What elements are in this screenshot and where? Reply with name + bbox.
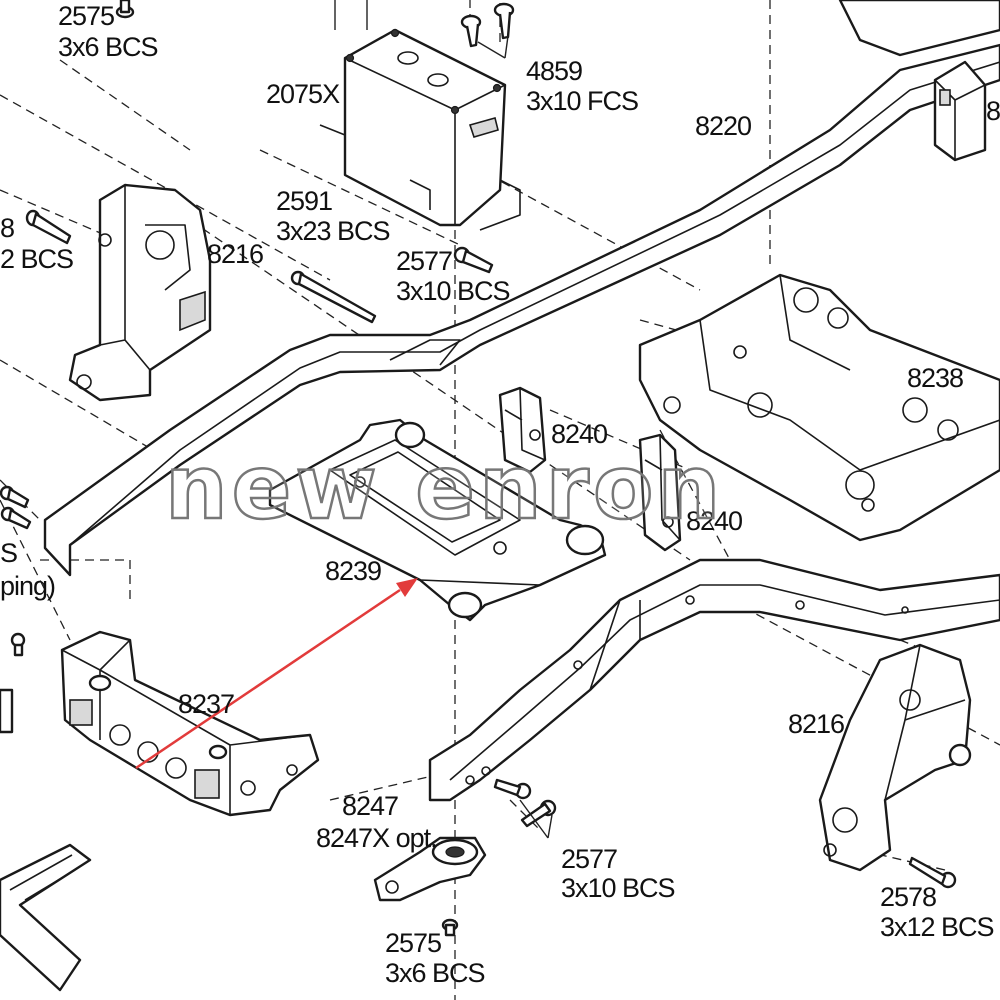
servo-horn-8247 bbox=[373, 836, 487, 902]
label-2577-mid-spec: 3x10 BCS bbox=[396, 276, 510, 306]
screws-left-edge bbox=[0, 485, 32, 734]
label-2591-part: 2591 bbox=[276, 186, 332, 216]
watermark-text: new enron bbox=[165, 436, 724, 539]
label-8239: 8239 bbox=[325, 556, 381, 586]
label-8220: 8220 bbox=[695, 111, 751, 141]
screw-2578 bbox=[908, 856, 957, 889]
label-servo: 2075X bbox=[266, 79, 340, 109]
screw-2575-bottom bbox=[441, 918, 459, 937]
clip-8240-upper bbox=[498, 386, 547, 474]
bumper-mount-8237 bbox=[60, 630, 320, 817]
frame-rail-upper bbox=[43, 0, 1000, 577]
screw-2591 bbox=[290, 270, 377, 324]
skid-plate-8238 bbox=[638, 273, 1000, 542]
label-8247: 8247 bbox=[342, 791, 398, 821]
label-4859-part: 4859 bbox=[526, 56, 582, 86]
label-left-fragment-2: ping) bbox=[0, 571, 55, 601]
label-8216-left: 8216 bbox=[207, 239, 263, 269]
screw-2575-top bbox=[115, 0, 135, 19]
label-2578-spec: 3x12 BCS bbox=[880, 912, 994, 942]
servo-mount-8239 bbox=[268, 418, 607, 622]
clip-8240-lower bbox=[638, 433, 682, 552]
label-8216-right: 8216 bbox=[788, 709, 844, 739]
label-2591-spec: 3x23 BCS bbox=[276, 216, 390, 246]
label-8247x-opt: 8247X opt. bbox=[316, 823, 437, 853]
label-left-clip-part: 8 bbox=[0, 213, 14, 243]
shock-tower-left bbox=[68, 183, 212, 402]
screw-2577-mid bbox=[453, 246, 494, 274]
highlight-arrow bbox=[135, 578, 418, 770]
label-right-top-fragment: 8 bbox=[986, 96, 1000, 126]
label-8240-upper: 8240 bbox=[551, 419, 607, 449]
label-8237: 8237 bbox=[178, 689, 234, 719]
servo-2075x bbox=[319, 28, 521, 231]
label-2575-bottom-part: 2575 bbox=[385, 928, 441, 958]
label-2577-bottom-part: 2577 bbox=[561, 844, 617, 874]
chassis-fragment-lower-left bbox=[0, 843, 92, 992]
shock-tower-right bbox=[818, 643, 972, 872]
label-2575-top-part: 2575 bbox=[58, 1, 114, 31]
label-2575-bottom-spec: 3x6 BCS bbox=[385, 958, 485, 988]
label-2577-mid-part: 2577 bbox=[396, 246, 452, 276]
label-8238: 8238 bbox=[907, 363, 963, 393]
label-8240-lower: 8240 bbox=[686, 506, 742, 536]
label-2578-part: 2578 bbox=[880, 882, 936, 912]
screws-4859 bbox=[460, 2, 515, 48]
label-4859-spec: 3x10 FCS bbox=[526, 86, 638, 116]
callout-leaders bbox=[334, 0, 553, 839]
label-2575-top-spec: 3x6 BCS bbox=[58, 32, 158, 62]
bracket-top-right bbox=[933, 60, 987, 162]
label-left-clip-spec: 2 BCS bbox=[0, 244, 73, 274]
label-2577-bottom-spec: 3x10 BCS bbox=[561, 873, 675, 903]
screw-left-clip bbox=[25, 209, 72, 245]
screws-2577-bottom bbox=[493, 778, 557, 828]
frame-rail-lower bbox=[428, 558, 1000, 802]
label-left-fragment-1: S bbox=[0, 538, 17, 568]
